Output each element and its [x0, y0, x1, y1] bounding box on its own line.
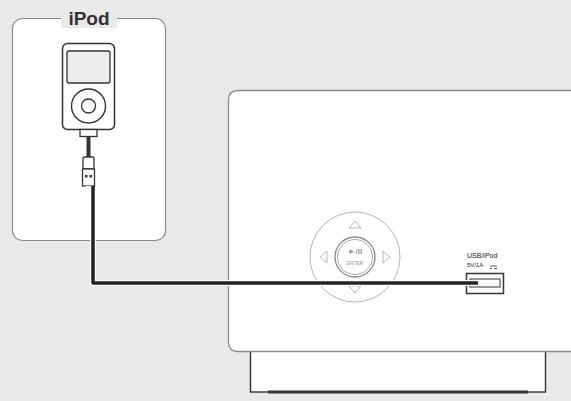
port-label: 5V/1A: [467, 262, 483, 268]
cable-outline: [89, 186, 479, 283]
usb-cable: [93, 186, 478, 283]
play-pause-symbol: ►/II: [348, 248, 363, 256]
button-label: ENTER: [347, 261, 364, 266]
panel-heading: iPod: [61, 9, 116, 28]
usb-port: [467, 266, 504, 294]
device-stand: [251, 350, 546, 392]
control-pad: [310, 212, 400, 302]
ipod-panel: iPod: [12, 18, 166, 241]
device-body: [229, 91, 571, 352]
ipod-player: [63, 44, 115, 187]
port-label: USB/iPod: [467, 252, 497, 259]
